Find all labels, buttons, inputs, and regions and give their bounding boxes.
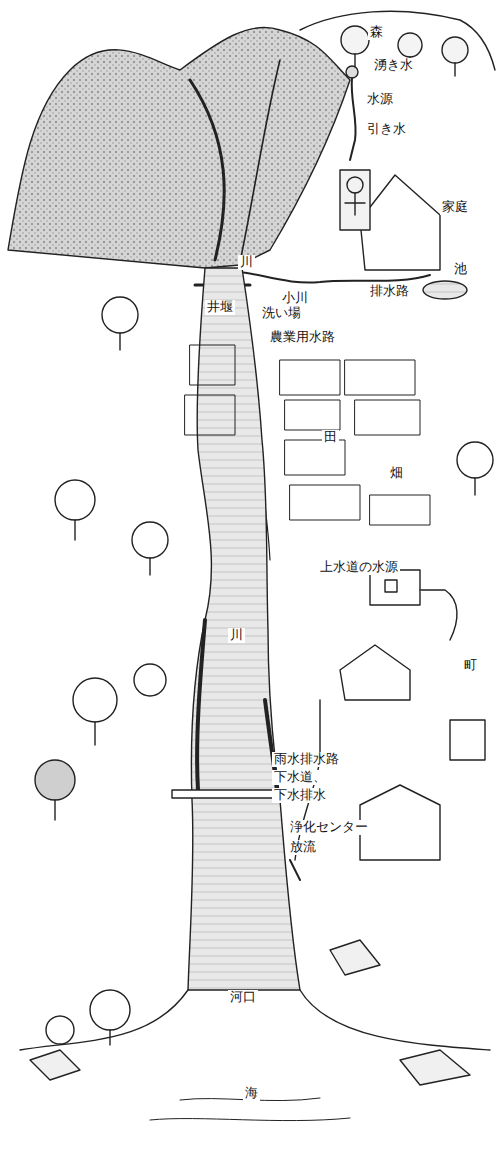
place-label: 放流 bbox=[288, 840, 318, 855]
place-label: 池 bbox=[452, 262, 469, 277]
place-label: 下水道、 bbox=[272, 770, 328, 785]
place-label: 井堰 bbox=[205, 300, 235, 315]
place-label: 洗い場 bbox=[260, 306, 303, 321]
place-label: 雨水排水路 bbox=[272, 752, 341, 767]
place-label: 排水路 bbox=[368, 284, 411, 299]
place-label: 畑 bbox=[388, 466, 405, 481]
place-label: 引き水 bbox=[365, 122, 408, 137]
place-label: 上水道の水源 bbox=[318, 560, 400, 575]
place-label: 川 bbox=[228, 628, 245, 643]
place-label: 海 bbox=[243, 1086, 260, 1101]
place-label: 家庭 bbox=[440, 200, 470, 215]
place-label: 町 bbox=[462, 658, 479, 673]
place-label: 川 bbox=[238, 255, 255, 270]
place-label: 浄化センター bbox=[288, 820, 370, 835]
place-label: 河口 bbox=[228, 990, 258, 1005]
place-label: 湧き水 bbox=[372, 58, 415, 73]
place-label: 下水排水 bbox=[272, 788, 328, 803]
place-label: 森 bbox=[368, 25, 385, 40]
place-label: 水源 bbox=[365, 92, 395, 107]
place-label: 田 bbox=[322, 430, 339, 445]
place-label: 小川 bbox=[280, 291, 310, 306]
place-label: 農業用水路 bbox=[268, 330, 337, 345]
